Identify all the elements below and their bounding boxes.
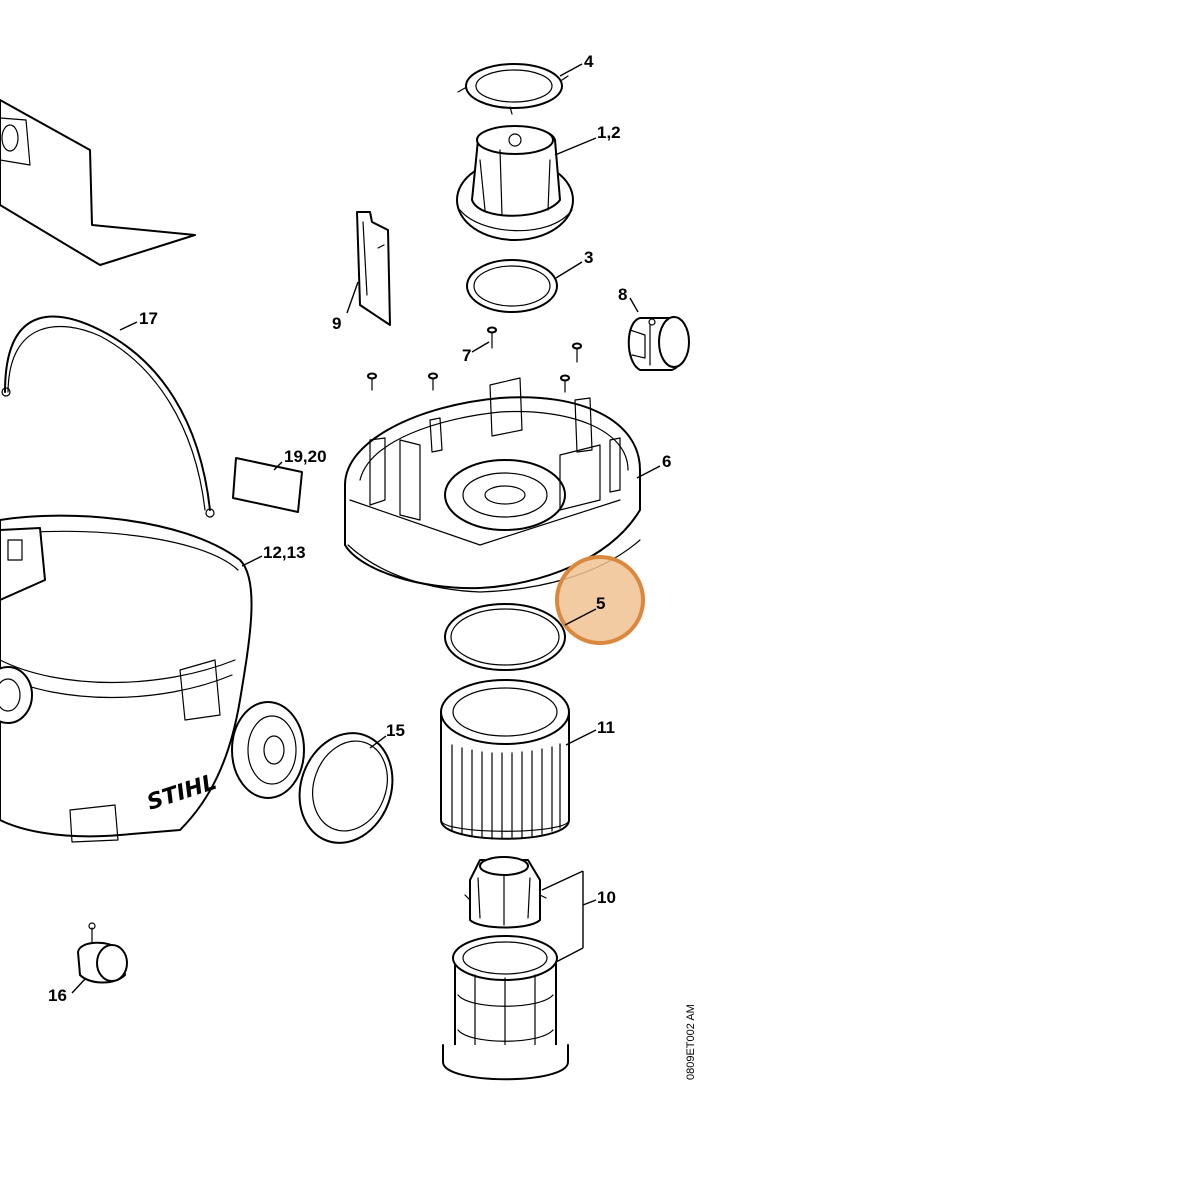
callout-15: 15 bbox=[386, 721, 405, 740]
callout-7: 7 bbox=[462, 346, 471, 365]
clamping-ring-drawing bbox=[457, 63, 569, 115]
callout-1-2: 1,2 bbox=[597, 123, 621, 142]
callout-9: 9 bbox=[332, 314, 341, 333]
screw-2 bbox=[572, 342, 582, 363]
leader-lines bbox=[71, 63, 661, 994]
filter-bag-drawing bbox=[0, 99, 196, 266]
screw-1 bbox=[487, 326, 497, 349]
screw-3 bbox=[367, 372, 377, 391]
callout-8: 8 bbox=[618, 285, 627, 304]
float-valve-drawing bbox=[464, 856, 547, 929]
callout-4: 4 bbox=[584, 52, 594, 71]
motor-seal-drawing bbox=[466, 259, 558, 313]
highlight-marker bbox=[555, 555, 645, 645]
callout-19-20: 19,20 bbox=[284, 447, 327, 466]
callout-11: 11 bbox=[597, 718, 615, 737]
filter-seal-ring-drawing bbox=[444, 603, 566, 671]
screws-drawing bbox=[367, 326, 582, 393]
callout-17: 17 bbox=[139, 309, 158, 328]
callout-5: 5 bbox=[596, 594, 605, 613]
hose-connector-drawing bbox=[627, 316, 690, 371]
cartridge-filter-drawing bbox=[440, 679, 570, 840]
filter-pleats bbox=[451, 743, 561, 840]
callout-10: 10 bbox=[597, 888, 616, 907]
castor-drawing bbox=[77, 922, 128, 984]
callout-labels: 4 1,2 3 8 9 7 17 6 19,20 12,13 5 15 11 1… bbox=[48, 52, 671, 1005]
callout-3: 3 bbox=[584, 248, 593, 267]
callout-12-13: 12,13 bbox=[263, 543, 306, 562]
carrying-handle-drawing bbox=[1, 315, 215, 518]
motor-drawing bbox=[456, 125, 574, 241]
screw-5 bbox=[560, 374, 570, 393]
filter-basket-drawing bbox=[442, 935, 569, 1081]
screw-4 bbox=[428, 372, 438, 391]
label-sticker-drawing bbox=[232, 457, 303, 513]
bumper-ring-drawing bbox=[298, 732, 394, 844]
container-drawing: STIHL bbox=[0, 514, 305, 843]
callout-16: 16 bbox=[48, 986, 67, 1005]
callout-6: 6 bbox=[662, 452, 671, 471]
drawing-code: 0809ET002 AM bbox=[685, 1004, 697, 1080]
cover-flap-drawing bbox=[356, 211, 391, 326]
